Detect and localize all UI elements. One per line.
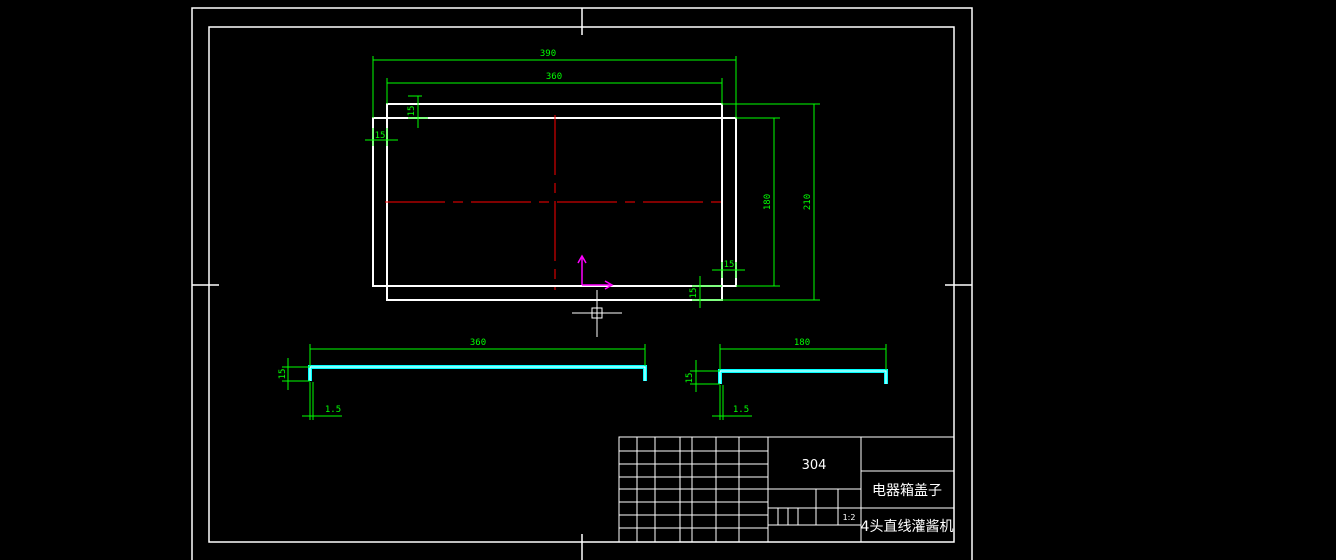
section-short: 180 15 1.5 xyxy=(685,338,888,420)
dim-390: 390 xyxy=(540,49,556,59)
section-long: 360 15 1.5 xyxy=(278,338,647,420)
crosshair-cursor-icon xyxy=(572,290,622,337)
section-long-dim-1-5: 1.5 xyxy=(325,405,341,415)
part-name-text: 电器箱盖子 xyxy=(872,483,942,499)
sheet-frame xyxy=(191,7,973,560)
ucs-axis-icon xyxy=(577,254,614,290)
section-short-dim-1-5: 1.5 xyxy=(733,405,749,415)
dim-15-right: 15 xyxy=(724,260,735,270)
dim-15-bottom: 15 xyxy=(689,288,699,299)
section-short-dim-180: 180 xyxy=(794,338,810,348)
center-lines xyxy=(385,115,725,290)
top-view: 390 360 180 210 15 15 15 15 xyxy=(365,49,820,337)
section-long-dim-15: 15 xyxy=(278,369,288,380)
scale-text: 1:2 xyxy=(843,513,856,522)
dim-15-top: 15 xyxy=(407,106,417,117)
dim-210: 210 xyxy=(803,194,813,210)
section-long-dim-360: 360 xyxy=(470,338,486,348)
dim-15-left: 15 xyxy=(375,131,386,141)
title-block xyxy=(618,436,955,543)
section-short-dim-15: 15 xyxy=(685,373,695,384)
dim-360: 360 xyxy=(546,72,562,82)
dim-180: 180 xyxy=(763,194,773,210)
project-name-text: 4头直线灌酱机 xyxy=(861,518,954,535)
material-text: 304 xyxy=(802,458,827,473)
